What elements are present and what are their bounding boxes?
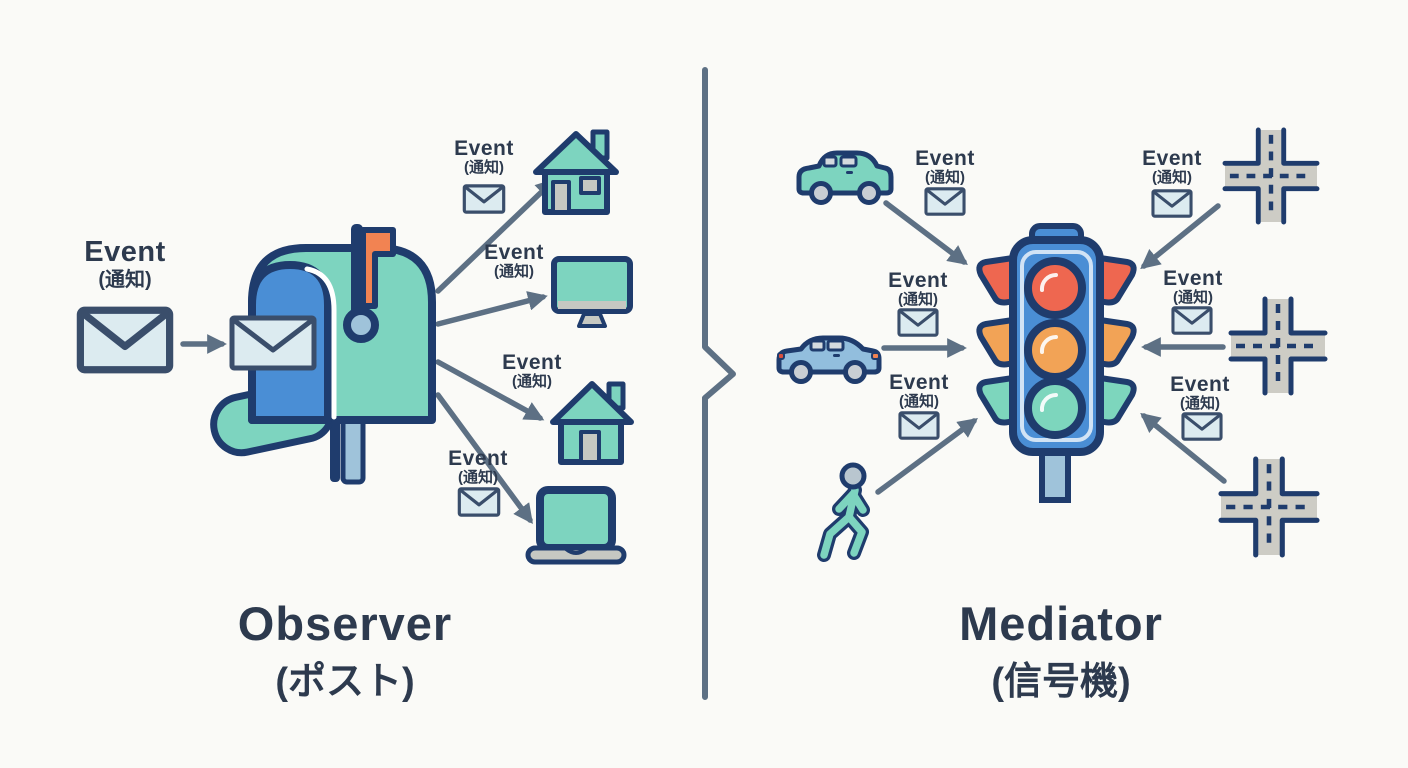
traffic-light-pole: [1039, 445, 1071, 503]
house-window: [579, 176, 601, 195]
envelope-icon: [898, 411, 940, 440]
event-label: Event (通知): [418, 448, 538, 486]
arrow-intersection3-to-light: [1140, 412, 1227, 484]
laptop-icon: [525, 486, 627, 565]
event-label-text: Event: [1170, 373, 1230, 396]
intersection-icon: [1222, 127, 1320, 225]
monitor-icon: [551, 256, 633, 328]
event-label-text: Event: [889, 371, 949, 394]
car-icon: [776, 335, 882, 384]
divider-line: [702, 67, 736, 700]
car-window: [822, 155, 838, 168]
event-label: Event (通知): [1133, 268, 1253, 306]
event-label-text: Event: [888, 269, 948, 292]
event-label-text: Event: [84, 236, 166, 268]
event-label: Event (通知): [1112, 148, 1232, 186]
envelope-icon: [1151, 189, 1193, 218]
event-label: Event (通知): [885, 148, 1005, 186]
traffic-light-red-light: [1024, 257, 1086, 319]
event-label-text: Event: [1142, 147, 1202, 170]
pedestrian-head: [839, 462, 867, 490]
traffic-light-icon: [976, 223, 1137, 503]
event-sublabel-text: (通知): [925, 169, 965, 187]
event-sublabel-text: (通知): [899, 393, 939, 411]
house-icon: [533, 129, 619, 215]
envelope-icon: [897, 308, 939, 337]
event-sublabel-text: (通知): [1152, 169, 1192, 187]
mailbox-post: [330, 420, 340, 482]
house-door: [551, 180, 571, 214]
event-label: Event (通知): [1140, 374, 1260, 412]
mailbox-flag: [360, 227, 396, 309]
event-label-text: Event: [1163, 267, 1223, 290]
intersection-icon: [1218, 456, 1320, 558]
traffic-light-green-light: [1024, 377, 1086, 439]
car-window: [826, 339, 845, 352]
event-label: Event (通知): [858, 270, 978, 308]
traffic-light-yellow-light: [1024, 319, 1086, 381]
event-label-text: Event: [502, 351, 562, 374]
event-sublabel-text: (通知): [464, 159, 504, 177]
event-label: Event (通知): [472, 352, 592, 390]
event-sublabel-text: (通知): [512, 373, 552, 391]
pedestrian-icon: [817, 462, 870, 562]
left-subtitle: (ポスト): [275, 661, 415, 703]
event-sublabel-text: (通知): [458, 469, 498, 487]
event-label-text: Event: [448, 447, 508, 470]
arrow-mailbox-to-laptop: [435, 392, 533, 524]
car-wheel: [857, 181, 881, 205]
event-sublabel-text: (通知): [1173, 289, 1213, 307]
envelope-icon: [462, 184, 506, 214]
event-label-text: Event: [454, 137, 514, 160]
intersection-icon: [1228, 296, 1328, 396]
car-window: [839, 155, 858, 168]
house-door: [579, 430, 601, 464]
event-label: Event (通知): [454, 242, 574, 280]
car-icon: [796, 150, 894, 205]
event-sublabel-text: (通知): [1180, 395, 1220, 413]
right-subtitle: (信号機): [991, 661, 1131, 703]
arrow-pedestrian-to-light: [875, 418, 978, 495]
car-wheel: [789, 360, 813, 384]
envelope-icon: [924, 187, 966, 216]
event-label: Event (通知): [65, 236, 185, 291]
arrow-intersection1-to-light: [1140, 203, 1221, 270]
envelope-icon: [1181, 412, 1223, 441]
event-sublabel-text: (通知): [494, 263, 534, 281]
car-headlight: [871, 352, 880, 360]
event-label: Event (通知): [424, 138, 544, 176]
arrow-car1-to-light: [883, 200, 968, 265]
event-sublabel-text: (通知): [898, 291, 938, 309]
mailbox-flag-pivot: [343, 307, 379, 343]
house-icon: [550, 381, 634, 465]
envelope-icon: [76, 306, 174, 374]
car-window: [809, 339, 826, 352]
envelope-icon: [457, 487, 501, 517]
car-taillight: [777, 352, 785, 360]
monitor-stand: [577, 312, 607, 328]
arrow-mailbox-to-monitor: [435, 291, 548, 327]
arrow-mailbox-to-house1: [435, 178, 556, 294]
right-title: Mediator: [959, 597, 1163, 650]
event-label: Event (通知): [859, 372, 979, 410]
left-title: Observer: [237, 597, 453, 650]
event-label-text: Event: [915, 147, 975, 170]
mailbox-icon: [210, 224, 436, 485]
event-sublabel-text: (通知): [98, 268, 152, 291]
car-wheel: [809, 181, 833, 205]
arrow-mailbox-to-house2: [435, 359, 545, 421]
event-label-text: Event: [484, 241, 544, 264]
mailbox-slot-envelope: [229, 315, 317, 371]
car-wheel: [843, 360, 867, 384]
envelope-icon: [1171, 306, 1213, 335]
